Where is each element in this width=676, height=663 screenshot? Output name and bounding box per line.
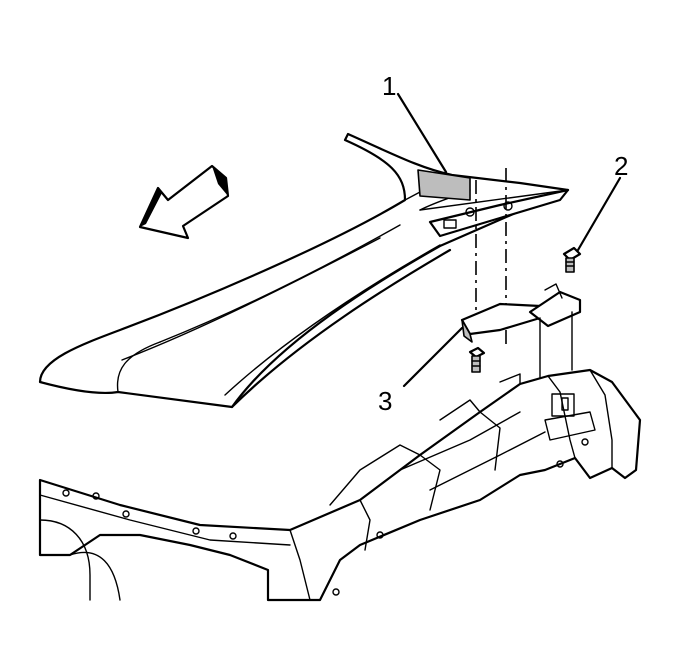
callout-3: 3	[378, 386, 392, 416]
callout-1: 1	[382, 71, 396, 101]
callout-2: 2	[614, 151, 628, 181]
hood-panel	[38, 132, 570, 409]
hood-hinge-mount	[417, 169, 570, 238]
lower-bolt-icon	[468, 346, 486, 373]
leader-lines	[396, 92, 622, 388]
fender-structure	[38, 368, 642, 602]
bolt-icon	[562, 246, 582, 273]
direction-arrow-icon	[138, 164, 230, 240]
